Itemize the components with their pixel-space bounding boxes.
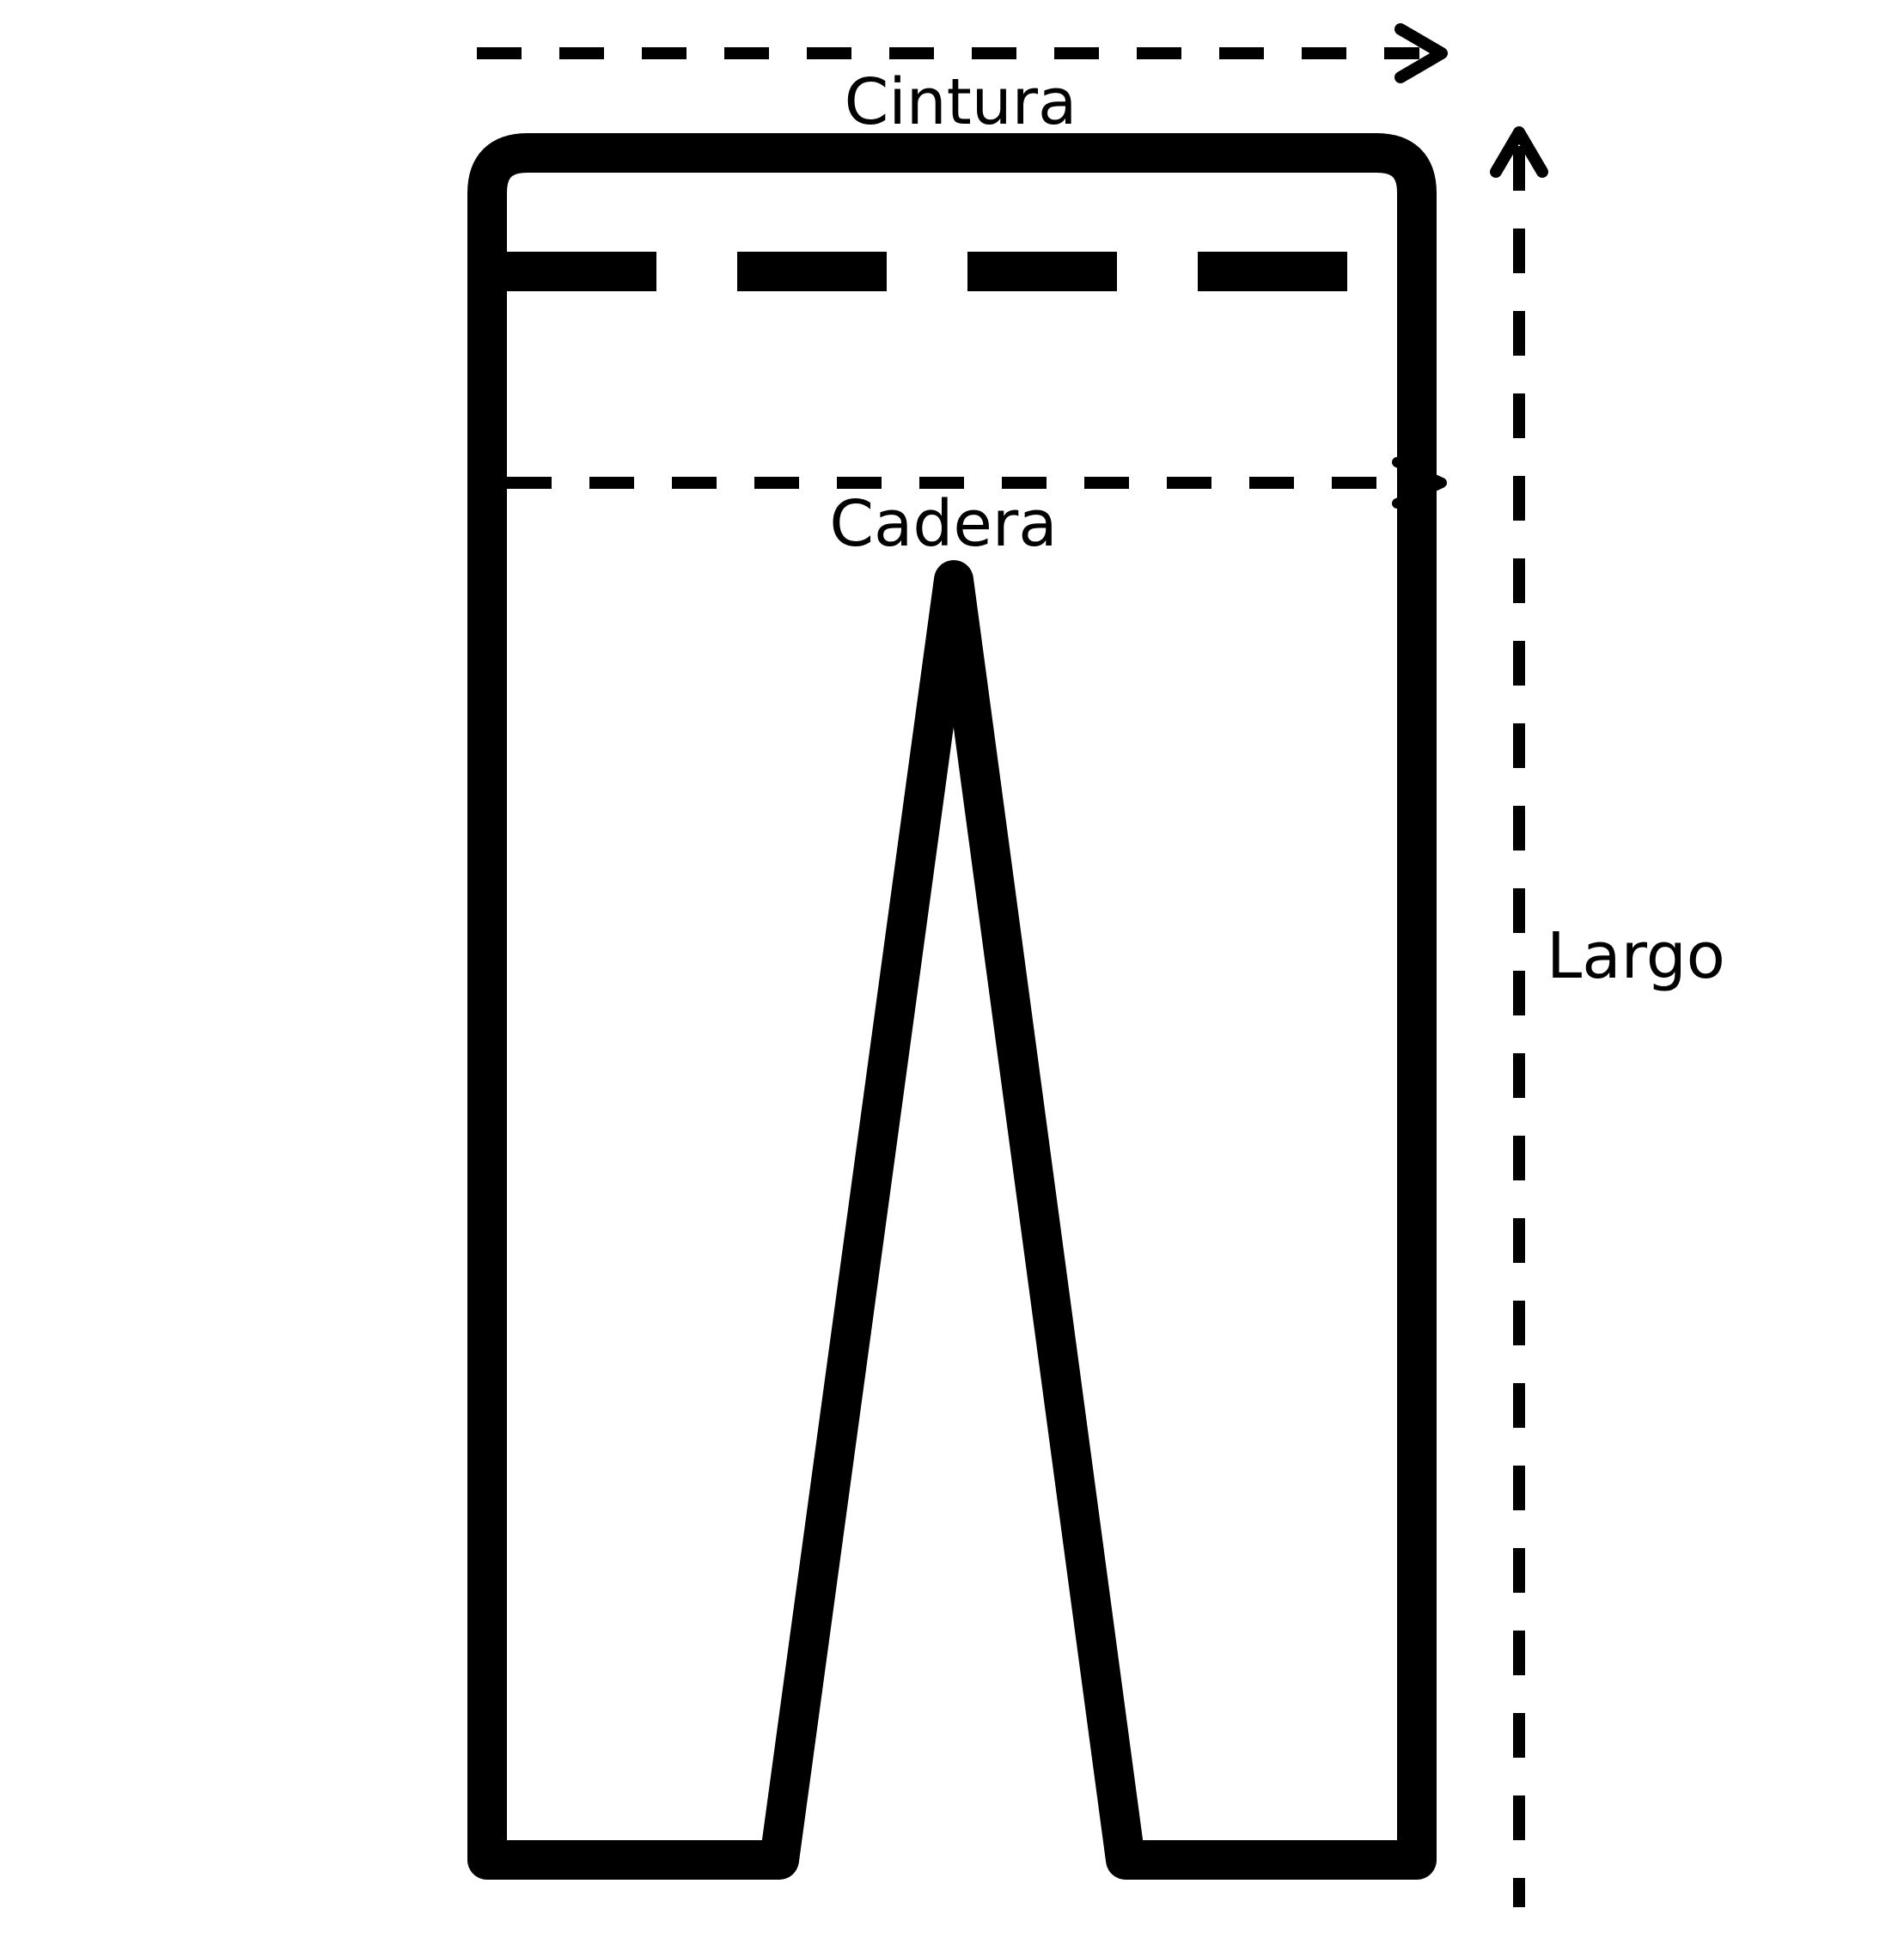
waist-measurement-arrow	[477, 23, 1448, 83]
hip-measurement-arrow	[507, 457, 1447, 509]
length-label: Largo	[1547, 919, 1725, 993]
hip-label: Cadera	[829, 487, 1057, 561]
waist-label: Cintura	[845, 65, 1077, 139]
pants-outline	[467, 133, 1437, 1880]
length-measurement-arrow	[1490, 126, 1548, 1907]
